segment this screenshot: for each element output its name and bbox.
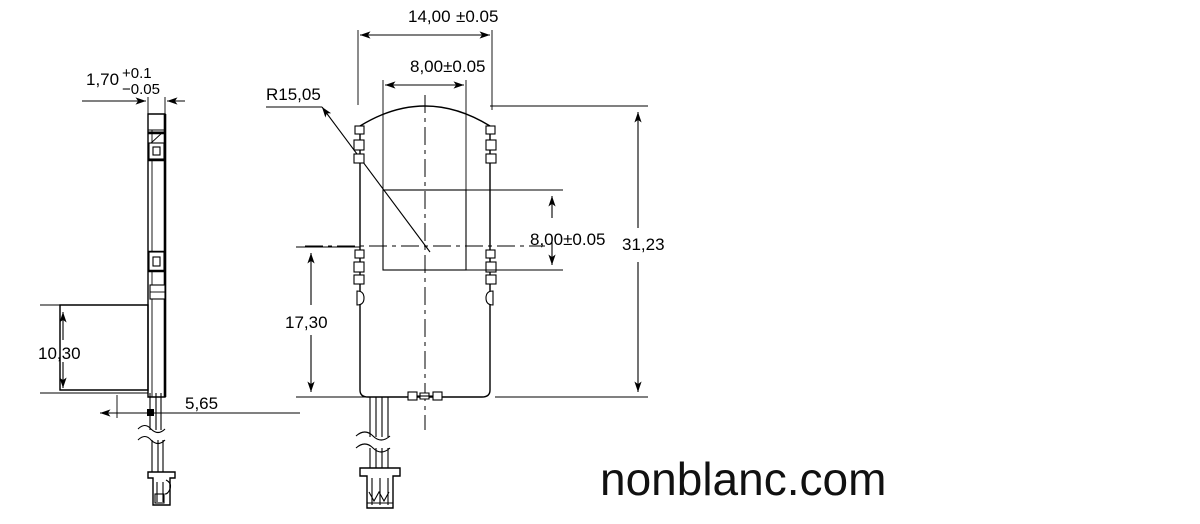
front-wire-bundle [355,397,391,468]
label-front-window-height: 8,00±0.05 [530,230,606,249]
dimension-front-height-lower [296,246,366,398]
label-side-thickness: 1,70 [86,70,119,89]
leader-dome-radius [266,106,431,253]
label-side-height: 10,30 [38,344,81,363]
label-front-height-lower: 17,30 [285,313,328,332]
label-side-wire-offset: 5,65 [185,394,218,413]
front-right-tabs-lower [485,249,497,306]
label-side-thickness-tol-lower: −0.05 [122,81,160,98]
side-body-outline [59,113,167,398]
front-right-tabs-upper [485,125,497,164]
label-front-height-overall: 31,23 [622,235,665,254]
front-connector [359,467,401,509]
dimension-front-height-overall [490,105,648,398]
label-side-thickness-tol-upper: +0.1 [122,65,152,82]
front-bottom-features [407,391,443,401]
front-body-outline [359,105,491,398]
dimension-side-height [40,304,95,394]
dimension-side-thickness [82,97,185,118]
side-upper-tab-detail [148,131,165,162]
label-front-width-outer: 14,00 [408,7,451,26]
watermark-label: nonblanc.com [600,453,886,505]
label-front-width-inner: 8,00±0.05 [410,57,486,76]
side-wire-bundle [137,393,166,472]
front-view [266,30,648,509]
front-left-tabs-upper [353,125,365,164]
front-left-tabs-lower [353,249,365,306]
front-inner-window [382,189,467,271]
side-connector [147,471,176,506]
label-dome-radius: R15,05 [266,85,321,104]
label-front-width-outer-tol: ±0.05 [456,7,498,26]
side-view [40,97,300,506]
dimension-front-width-outer [357,30,493,110]
side-lower-tab-detail [148,250,166,300]
dimension-front-window-height [466,189,563,271]
